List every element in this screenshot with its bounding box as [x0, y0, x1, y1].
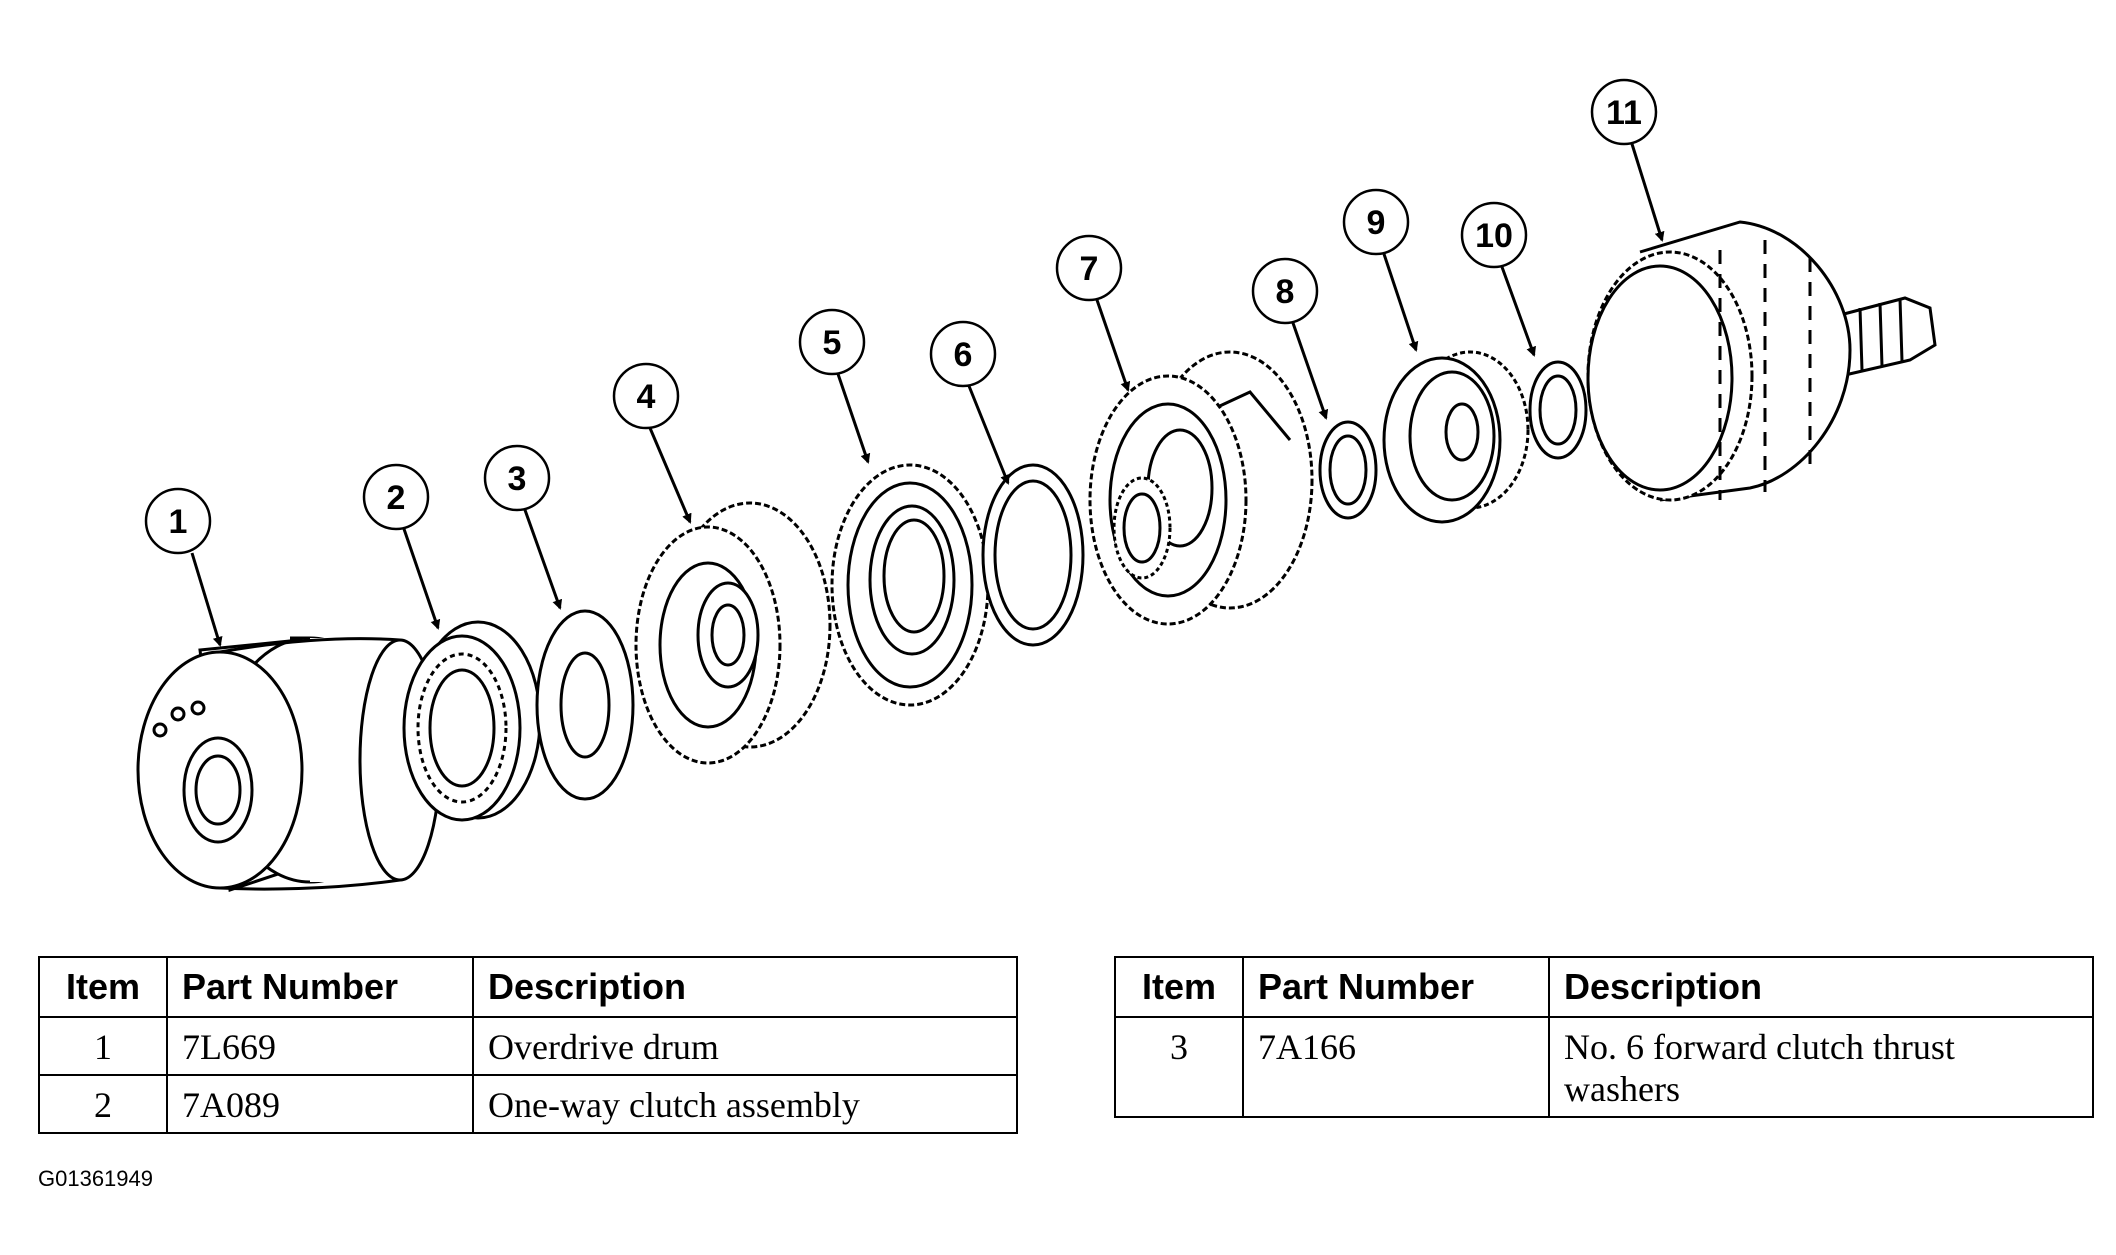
header-description: Description — [472, 956, 1018, 1018]
svg-text:4: 4 — [637, 378, 656, 416]
callout-3: 3 — [483, 444, 563, 610]
header-item: Item — [1114, 956, 1244, 1018]
cell-item: 2 — [38, 1074, 168, 1134]
svg-text:11: 11 — [1606, 94, 1642, 132]
exploded-parts-diagram: 1 2 3 4 5 6 7 8 9 10 — [136, 78, 1937, 893]
header-item: Item — [38, 956, 168, 1018]
callout-2: 2 — [362, 463, 441, 630]
svg-text:7: 7 — [1080, 250, 1099, 288]
part-1-overdrive-drum — [136, 636, 442, 893]
callout-7: 7 — [1055, 234, 1131, 392]
svg-text:10: 10 — [1475, 217, 1513, 255]
cell-item: 3 — [1114, 1016, 1244, 1118]
cell-item: 1 — [38, 1016, 168, 1076]
cell-description: Overdrive drum — [472, 1016, 1018, 1076]
cell-part-number: 7A166 — [1242, 1016, 1550, 1118]
part-2-one-way-clutch — [402, 620, 542, 822]
callout-5: 5 — [798, 308, 871, 464]
svg-text:3: 3 — [508, 460, 527, 498]
svg-text:8: 8 — [1276, 273, 1295, 311]
cell-part-number: 7A089 — [166, 1074, 474, 1134]
callout-11: 11 — [1590, 78, 1665, 242]
svg-text:5: 5 — [823, 324, 842, 362]
parts-table-left: Item Part Number Description 1 7L669 Ove… — [38, 956, 1018, 1134]
cell-description: No. 6 forward clutch thrust washers — [1548, 1016, 2094, 1118]
table-row: 2 7A089 One-way clutch assembly — [38, 1074, 1018, 1134]
header-part-number: Part Number — [1242, 956, 1550, 1018]
callout-9: 9 — [1342, 188, 1419, 352]
callout-1: 1 — [144, 487, 223, 647]
figure-id: G01361949 — [38, 1166, 153, 1191]
callout-8: 8 — [1251, 257, 1329, 420]
table-row: 3 7A166 No. 6 forward clutch thrust wash… — [1114, 1016, 2094, 1118]
parts-table-right: Item Part Number Description 3 7A166 No.… — [1114, 956, 2094, 1118]
part-3-thrust-washer — [535, 609, 635, 801]
svg-text:6: 6 — [954, 336, 973, 374]
table-row: 1 7L669 Overdrive drum — [38, 1016, 1018, 1076]
part-5-clutch-plate — [830, 463, 990, 707]
header-description: Description — [1548, 956, 2094, 1018]
cell-part-number: 7L669 — [166, 1016, 474, 1076]
svg-text:1: 1 — [169, 503, 188, 541]
part-9-ring-gear — [1382, 350, 1530, 524]
part-8-small-washer — [1318, 420, 1378, 520]
svg-text:9: 9 — [1367, 204, 1386, 242]
svg-text:2: 2 — [387, 479, 406, 517]
callout-10: 10 — [1460, 201, 1536, 357]
table-header-row: Item Part Number Description — [38, 956, 1018, 1018]
part-10-bearing — [1528, 360, 1588, 460]
part-4-clutch-hub — [634, 501, 832, 765]
part-11-clutch-cylinder-shaft — [1586, 220, 1937, 502]
callout-6: 6 — [929, 320, 1010, 485]
cell-description: One-way clutch assembly — [472, 1074, 1018, 1134]
part-6-washer — [981, 463, 1085, 647]
callout-4: 4 — [612, 362, 692, 524]
header-part-number: Part Number — [166, 956, 474, 1018]
table-header-row: Item Part Number Description — [1114, 956, 2094, 1018]
part-7-planetary-carrier — [1088, 350, 1314, 626]
